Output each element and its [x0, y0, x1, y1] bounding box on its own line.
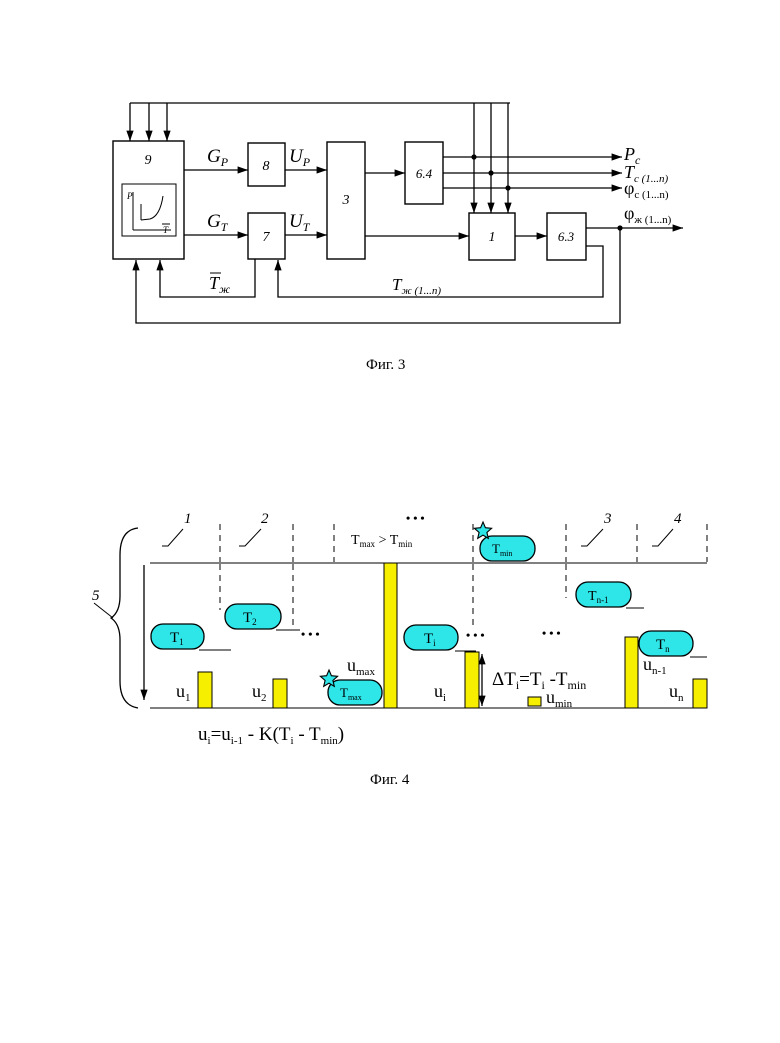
gt-label: GT	[207, 211, 229, 234]
block-3-label: 3	[342, 193, 350, 208]
junction-dot	[471, 154, 476, 159]
bar-umax	[384, 563, 397, 708]
ut-label: UT	[289, 211, 311, 234]
token-t2: T2	[225, 604, 300, 630]
gp-label: GP	[207, 146, 229, 169]
block-6-4-label: 6.4	[416, 166, 433, 181]
top-ellipsis: • • •	[406, 511, 425, 525]
label-un: un	[669, 681, 684, 704]
figure-4-diagram: 5 1 2 3 4 • • • Tmax > Tmin T1	[92, 511, 707, 747]
label-umax: umax	[347, 655, 375, 678]
tzh-label: Tж (1...n)	[392, 275, 441, 297]
block-1-label: 1	[489, 230, 496, 245]
label-4-leader	[652, 529, 673, 546]
tzh-mean-label: Tж	[209, 273, 230, 296]
bar-u1	[198, 672, 212, 708]
phizh-label: φж (1...n)	[624, 203, 672, 226]
condition-label: Tmax > Tmin	[351, 533, 413, 549]
ellipsis: • • •	[466, 628, 485, 642]
label-1-leader	[162, 529, 183, 546]
figure-4-caption: Фиг. 4	[370, 772, 409, 789]
label-u1: u1	[176, 681, 191, 704]
ellipsis: • • •	[301, 627, 320, 641]
label-4: 4	[674, 511, 682, 527]
bar-umin	[528, 697, 541, 706]
up-label: UP	[289, 146, 311, 169]
bar-un1	[625, 637, 638, 708]
bar-u2	[273, 679, 287, 708]
label-2: 2	[261, 511, 269, 527]
delta-formula: ΔTi=Ti -Tmin	[492, 669, 586, 692]
label-5-leader	[94, 603, 113, 618]
figure-3-block-diagram: 9 P T 8 7 3 6.4 1 6.3	[113, 103, 683, 323]
label-ui: ui	[434, 681, 446, 704]
label-u2: u2	[252, 681, 267, 704]
label-3-leader	[581, 529, 603, 546]
group-brace	[111, 528, 138, 708]
tzh-mean-to-block-9	[160, 259, 255, 297]
label-un1: un-1	[643, 654, 667, 677]
block-8-label: 8	[263, 159, 270, 174]
token-t1: T1	[151, 624, 231, 650]
label-5: 5	[92, 588, 100, 604]
ellipsis: • • •	[542, 626, 561, 640]
figure-3-caption: Фиг. 3	[366, 357, 405, 374]
block-9-label: 9	[145, 153, 152, 168]
label-2-leader	[239, 529, 261, 546]
token-tmin: Tmin	[474, 522, 535, 561]
junction-dot	[505, 185, 510, 190]
label-1: 1	[184, 511, 192, 527]
block-6-3-label: 6.3	[558, 229, 575, 244]
bar-ui	[465, 652, 479, 708]
bar-un	[693, 679, 707, 708]
token-tn1: Tn-1	[576, 582, 644, 608]
label-3: 3	[603, 511, 612, 527]
block-7-label: 7	[263, 230, 271, 245]
junction-dot	[488, 170, 493, 175]
update-formula: ui=ui-1 - K(Ti - Tmin)	[198, 724, 344, 747]
inset-p-label: P	[126, 191, 133, 201]
